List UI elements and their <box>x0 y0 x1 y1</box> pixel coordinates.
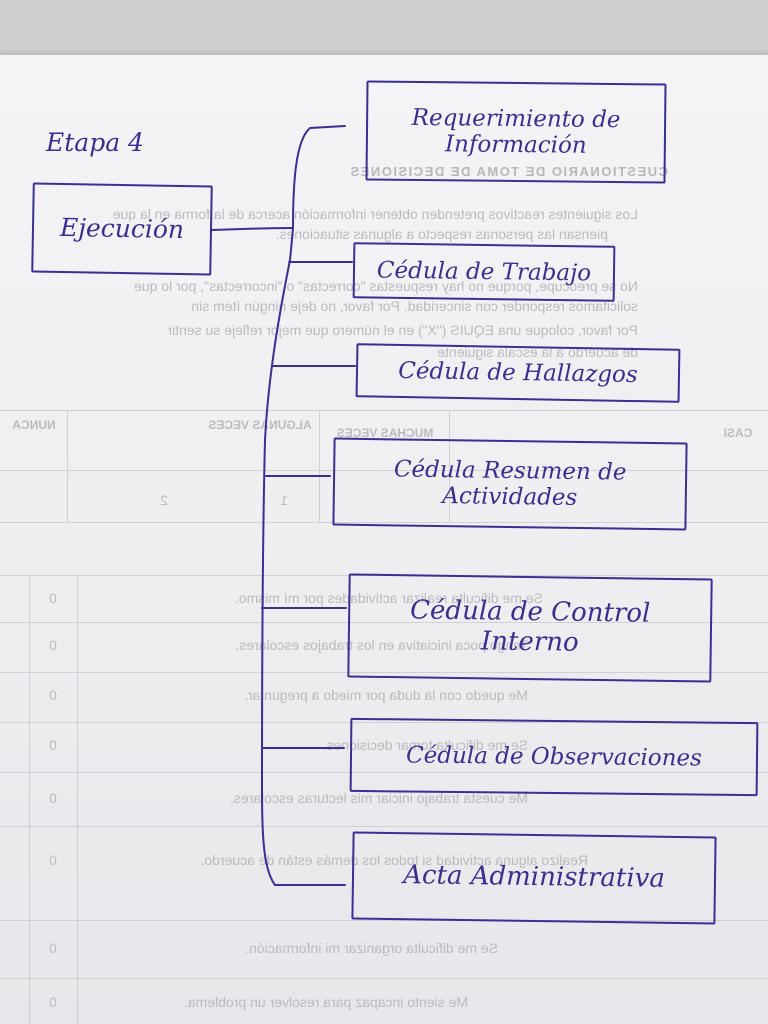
connector-requerimiento <box>292 125 346 229</box>
node-label-line2: Información <box>444 131 587 159</box>
main-trunk <box>260 259 346 886</box>
node-cedula-resumen-actividades: Cédula Resumen de Actividades <box>332 437 688 531</box>
node-ejecucion: Ejecución <box>31 182 213 276</box>
node-label-line1: Cédula de Trabajo <box>376 257 592 287</box>
node-label-line1: Cédula de Control <box>409 595 651 629</box>
root-connector <box>211 227 294 231</box>
node-label-line2: Interno <box>480 626 579 658</box>
node-label-line1: Acta Administrativa <box>402 860 666 894</box>
node-acta-administrativa: Acta Administrativa <box>351 831 717 925</box>
node-ejecucion-label: Ejecución <box>59 212 185 244</box>
paper-sheet <box>0 55 768 1024</box>
node-label-line1: Cédula de Observaciones <box>405 742 703 772</box>
stage-label: Etapa 4 <box>46 128 144 157</box>
node-cedula-trabajo: Cédula de Trabajo <box>352 242 616 302</box>
node-cedula-observaciones: Cédula de Observaciones <box>349 717 759 797</box>
node-label-line1: Cédula de Hallazgos <box>398 357 638 388</box>
node-label-line1: Cédula Resumen de <box>393 455 627 486</box>
node-cedula-control-interno: Cédula de Control Interno <box>347 573 713 683</box>
node-requerimiento-informacion: Requerimiento de Información <box>365 80 667 184</box>
node-label-line2: Actividades <box>442 483 578 511</box>
node-label-line1: Requerimiento de <box>411 104 621 133</box>
node-cedula-hallazgos: Cédula de Hallazgos <box>355 343 681 403</box>
